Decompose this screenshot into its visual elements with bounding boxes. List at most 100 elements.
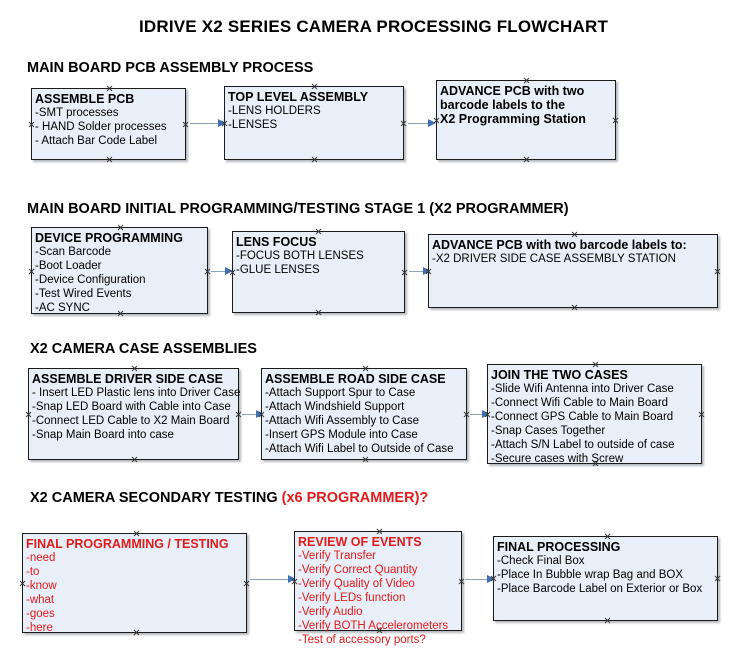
- connector-handle-top[interactable]: [117, 224, 124, 231]
- connector-handle-top[interactable]: [311, 83, 318, 90]
- node-body: TOP LEVEL ASSEMBLY -LENS HOLDERS -LENSES: [228, 90, 403, 132]
- connector-handle-bottom[interactable]: [604, 617, 611, 624]
- node-advance-pcb-programming-station[interactable]: ADVANCE PCB with two barcode labels to t…: [436, 80, 616, 160]
- connector-handle-top[interactable]: [376, 528, 383, 535]
- connector-handle-top[interactable]: [315, 228, 322, 235]
- node-line: -GLUE LENSES: [236, 264, 320, 276]
- node-line: -Attach Support Spur to Case: [265, 387, 416, 399]
- node-title-line-3: X2 Programming Station: [440, 112, 586, 126]
- node-title: DEVICE PROGRAMMING: [35, 231, 183, 245]
- connector-handle-left[interactable]: [28, 268, 35, 275]
- arrow-head-icon: [218, 119, 226, 127]
- connector-handle-top[interactable]: [592, 361, 599, 368]
- node-line: -Verify LEDs function: [298, 592, 406, 604]
- node-line: -Snap Cases Together: [491, 425, 606, 437]
- node-line: -Verify BOTH Accelerometers: [298, 620, 449, 632]
- node-line: -Verify Correct Quantity: [298, 564, 418, 576]
- node-assemble-pcb[interactable]: ASSEMBLE PCB -SMT processes - HAND Solde…: [31, 88, 186, 160]
- node-line: -Attach Wifi Assembly to Case: [265, 415, 420, 427]
- arrow-shaft: [465, 579, 488, 580]
- node-line: -Verify Audio: [298, 606, 363, 618]
- section-header-x2-camera-secondary-testing: X2 CAMERA SECONDARY TESTING (x6 PROGRAMM…: [30, 490, 428, 506]
- node-line: -Place In Bubble wrap Bag and BOX: [497, 569, 684, 581]
- node-title: TOP LEVEL ASSEMBLY: [228, 90, 369, 104]
- connector-handle-top[interactable]: [523, 77, 530, 84]
- connector-handle-left[interactable]: [19, 580, 26, 587]
- node-join-the-two-cases[interactable]: JOIN THE TWO CASES -Slide Wifi Antenna i…: [487, 361, 702, 465]
- connector-handle-top[interactable]: [571, 231, 578, 238]
- arrow-head-icon: [288, 575, 296, 583]
- node-body: ASSEMBLE ROAD SIDE CASE -Attach Support …: [265, 372, 466, 456]
- node-line: -Insert GPS Module into Case: [265, 429, 418, 441]
- node-line: - Insert LED Plastic lens into Driver Ca…: [32, 387, 241, 399]
- connector-handle-top[interactable]: [131, 365, 138, 372]
- node-top-level-assembly[interactable]: TOP LEVEL ASSEMBLY -LENS HOLDERS -LENSES: [224, 86, 404, 160]
- node-assemble-driver-side-case[interactable]: ASSEMBLE DRIVER SIDE CASE - Insert LED P…: [25, 365, 241, 463]
- connector-handle-left[interactable]: [25, 411, 32, 418]
- node-line: -Connect Wifi Cable to Main Board: [491, 397, 669, 409]
- node-title: ASSEMBLE DRIVER SIDE CASE: [32, 372, 224, 386]
- arrow-shaft: [190, 123, 219, 124]
- connector-handle-top[interactable]: [106, 85, 113, 92]
- node-line: -FOCUS BOTH LENSES: [236, 250, 364, 262]
- connector-handle-bottom[interactable]: [362, 456, 369, 463]
- arrow-device-programming-to-lens-focus: [211, 267, 233, 276]
- arrow-road-side-to-join-cases: [470, 410, 490, 419]
- node-device-programming[interactable]: DEVICE PROGRAMMING -Scan Barcode -Boot L…: [31, 227, 208, 314]
- connector-handle-right[interactable]: [714, 268, 721, 275]
- node-assemble-road-side-case[interactable]: ASSEMBLE ROAD SIDE CASE -Attach Support …: [261, 368, 467, 460]
- node-lens-focus[interactable]: LENS FOCUS -FOCUS BOTH LENSES -GLUE LENS…: [232, 231, 405, 313]
- arrow-driver-side-to-road-side: [242, 410, 264, 419]
- arrow-shaft: [408, 123, 429, 124]
- arrow-shaft: [470, 414, 483, 415]
- node-body: REVIEW OF EVENTS -Verify Transfer -Verif…: [298, 535, 461, 633]
- node-final-programming-testing[interactable]: FINAL PROGRAMMING / TESTING -need -to -k…: [19, 530, 247, 634]
- node-line: -Scan Barcode: [35, 246, 112, 258]
- arrow-head-icon: [225, 267, 233, 275]
- node-body: ADVANCE PCB with two barcode labels to t…: [440, 84, 615, 126]
- section-header-label: MAIN BOARD INITIAL PROGRAMMING/TESTING S…: [27, 201, 569, 217]
- section-header-main-board-initial-programming: MAIN BOARD INITIAL PROGRAMMING/TESTING S…: [27, 201, 569, 217]
- arrow-shaft: [211, 271, 226, 272]
- arrow-lens-focus-to-advance-pcb: [409, 267, 431, 276]
- connector-handle-top[interactable]: [604, 533, 611, 540]
- connector-handle-bottom[interactable]: [131, 456, 138, 463]
- node-line: -Verify Quality of Video: [298, 578, 415, 590]
- node-review-of-events[interactable]: REVIEW OF EVENTS -Verify Transfer -Verif…: [294, 528, 462, 646]
- connector-handle-bottom[interactable]: [311, 156, 318, 163]
- page-title: IDRIVE X2 SERIES CAMERA PROCESSING FLOWC…: [138, 17, 609, 36]
- node-body: LENS FOCUS -FOCUS BOTH LENSES -GLUE LENS…: [236, 235, 404, 277]
- node-advance-pcb-driver-side-case[interactable]: ADVANCE PCB with two barcode labels to: …: [428, 234, 718, 308]
- arrow-review-of-events-to-final-processing: [465, 575, 495, 584]
- section-header-main-board-pcb-assembly: MAIN BOARD PCB ASSEMBLY PROCESS: [27, 60, 313, 76]
- node-title: LENS FOCUS: [236, 235, 317, 249]
- node-line: -Verify Transfer: [298, 550, 376, 562]
- node-line: -Connect GPS Cable to Main Board: [491, 411, 674, 423]
- node-overflow-line: -Test of accessory ports?: [298, 634, 426, 646]
- node-line: -what: [26, 594, 55, 606]
- section-header-label: X2 CAMERA SECONDARY TESTING: [30, 490, 282, 506]
- node-body: DEVICE PROGRAMMING -Scan Barcode -Boot L…: [35, 231, 207, 315]
- connector-handle-top[interactable]: [362, 365, 369, 372]
- section-header-accent-label: (x6 PROGRAMMER)?: [281, 490, 429, 506]
- arrow-final-programming-to-review-of-events: [250, 575, 296, 584]
- node-line: -need: [26, 552, 56, 564]
- node-title: FINAL PROGRAMMING / TESTING: [26, 537, 229, 551]
- node-line: -Attach Wifi Label to Outside of Case: [265, 443, 454, 455]
- node-line: -X2 DRIVER SIDE CASE ASSEMBLY STATION: [432, 253, 676, 265]
- node-line: -AC SYNC: [35, 302, 90, 314]
- arrow-shaft: [242, 414, 257, 415]
- connector-handle-bottom[interactable]: [106, 156, 113, 163]
- connector-handle-top[interactable]: [133, 530, 140, 537]
- connector-handle-bottom[interactable]: [523, 156, 530, 163]
- node-title-line-2: barcode labels to the: [440, 98, 566, 112]
- node-final-processing[interactable]: FINAL PROCESSING -Check Final Box -Place…: [493, 536, 718, 621]
- connector-handle-left[interactable]: [28, 121, 35, 128]
- node-line: -Place Barcode Label on Exterior or Box: [497, 583, 703, 595]
- connector-handle-bottom[interactable]: [315, 309, 322, 316]
- arrow-shaft: [409, 271, 424, 272]
- node-line: -Device Configuration: [35, 274, 146, 286]
- node-line: - HAND Solder processes: [35, 121, 167, 133]
- node-line: -Secure cases with Screw: [491, 453, 624, 465]
- connector-handle-bottom[interactable]: [571, 304, 578, 311]
